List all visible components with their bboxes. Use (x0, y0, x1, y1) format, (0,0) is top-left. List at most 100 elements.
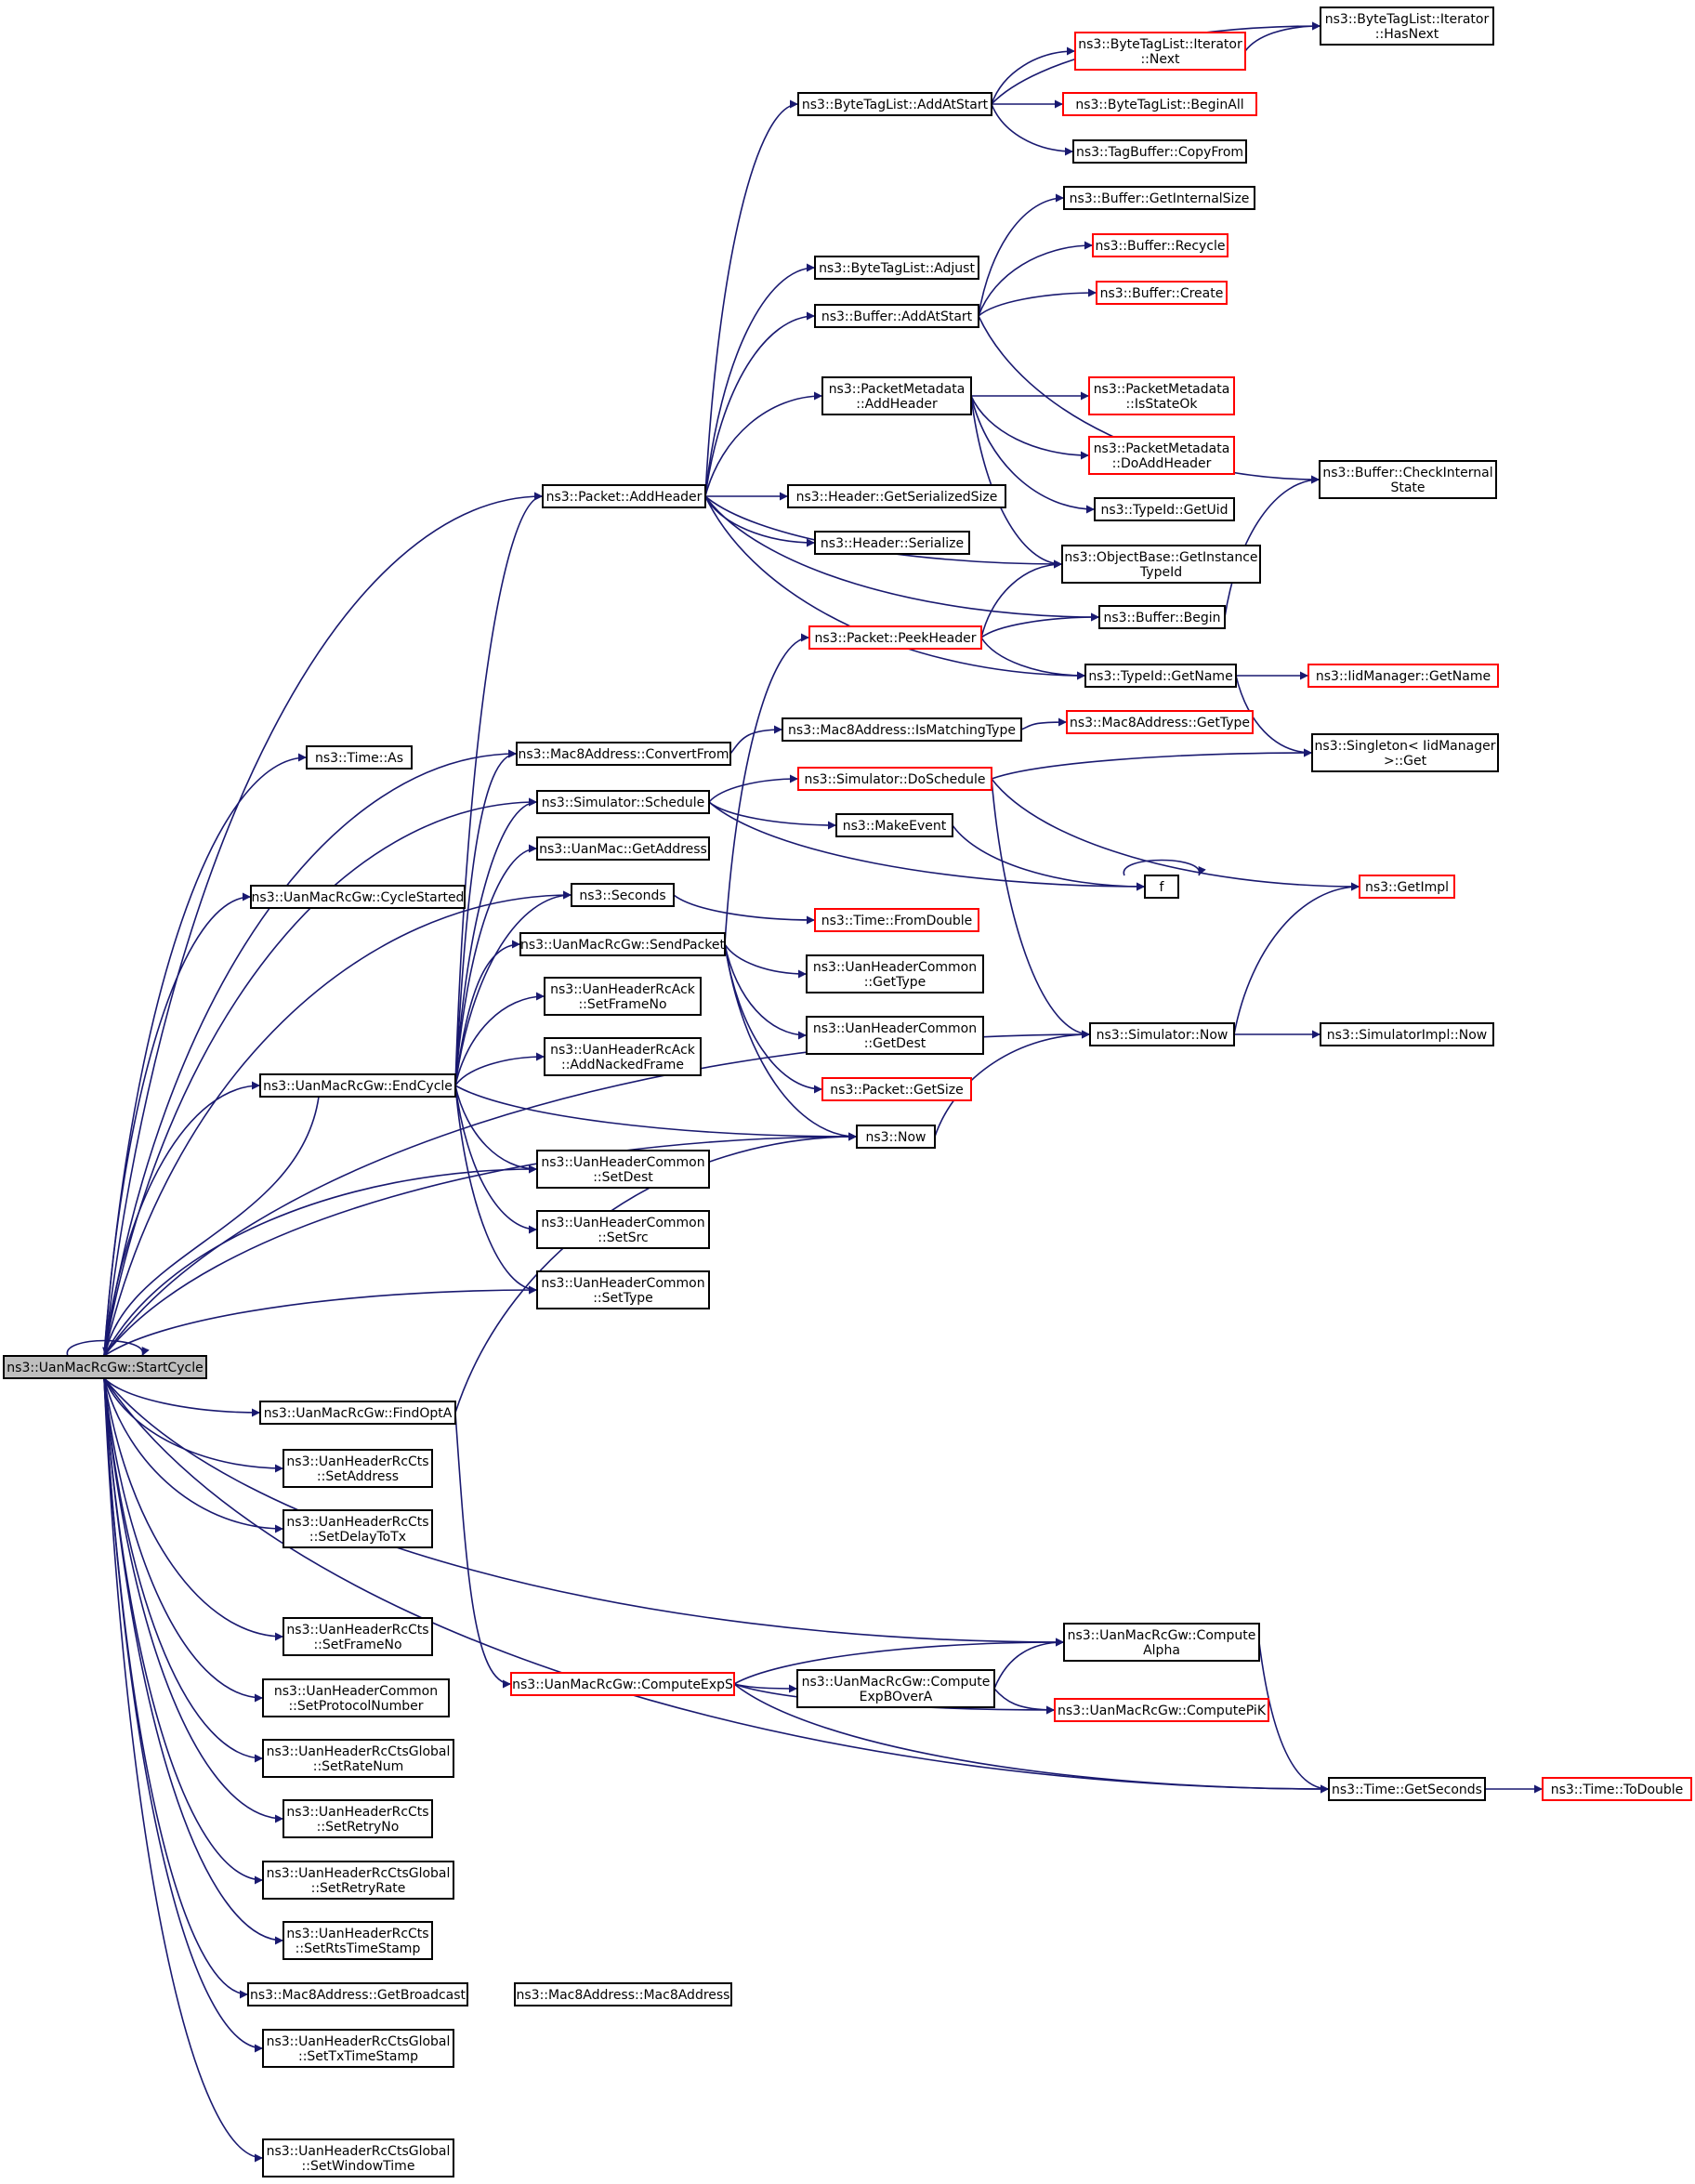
node-label: ::GetType (864, 975, 926, 990)
node-box (797, 767, 992, 791)
node-computeexps[interactable]: ns3::UanMacRcGw::ComputeExpS (510, 1672, 735, 1696)
node-label: ns3::Simulator::Now (1097, 1028, 1229, 1043)
node-box (814, 256, 979, 280)
node-cts-setaddress[interactable]: ns3::UanHeaderRcCts::SetAddress (282, 1449, 433, 1488)
node-f[interactable]: f (1144, 875, 1179, 899)
node-getimpl[interactable]: ns3::GetImpl (1359, 875, 1455, 899)
node-buf-addatstart[interactable]: ns3::Buffer::AddAtStart (814, 304, 979, 328)
node-label: ns3::UanHeaderCommon (541, 1155, 704, 1170)
node-cyclestarted[interactable]: ns3::UanMacRcGw::CycleStarted (250, 885, 466, 909)
node-setratenum[interactable]: ns3::UanHeaderRcCtsGlobal::SetRateNum (262, 1739, 454, 1778)
edge-startcycle-to-cts-setframeno (103, 1377, 284, 1641)
node-label: ns3::Time::FromDouble (821, 914, 973, 928)
node-label: ns3::Simulator::Schedule (542, 796, 705, 810)
node-doschedule[interactable]: ns3::Simulator::DoSchedule (797, 767, 992, 791)
node-getserializedsize[interactable]: ns3::Header::GetSerializedSize (787, 484, 1006, 508)
node-getaddress[interactable]: ns3::UanMac::GetAddress (536, 836, 710, 861)
node-it-hasnext[interactable]: ns3::ByteTagList::Iterator::HasNext (1320, 7, 1494, 46)
node-todouble[interactable]: ns3::Time::ToDouble (1542, 1777, 1692, 1801)
node-makeevent[interactable]: ns3::MakeEvent (835, 813, 953, 837)
node-serialize[interactable]: ns3::Header::Serialize (814, 531, 970, 555)
node-box (1307, 664, 1499, 688)
node-pm-doaddheader[interactable]: ns3::PacketMetadata::DoAddHeader (1088, 436, 1235, 475)
node-pm-addheader[interactable]: ns3::PacketMetadata::AddHeader (821, 376, 972, 415)
node-simulator-now[interactable]: ns3::Simulator::Now (1089, 1022, 1235, 1046)
node-typeid-getuid[interactable]: ns3::TypeId::GetUid (1094, 497, 1235, 521)
node-ismatchingtype[interactable]: ns3::Mac8Address::IsMatchingType (782, 717, 1022, 742)
node-fromdouble[interactable]: ns3::Time::FromDouble (814, 908, 979, 932)
node-mac8-gettype[interactable]: ns3::Mac8Address::GetType (1066, 710, 1254, 734)
node-label: ns3::UanHeaderRcCts (286, 1623, 428, 1638)
node-pm-isstateok[interactable]: ns3::PacketMetadata::IsStateOk (1088, 376, 1235, 415)
node-setretryno[interactable]: ns3::UanHeaderRcCts::SetRetryNo (282, 1799, 433, 1838)
node-buf-getinternalsize[interactable]: ns3::Buffer::GetInternalSize (1063, 186, 1255, 210)
node-peekheader[interactable]: ns3::Packet::PeekHeader (808, 625, 982, 650)
node-findopta[interactable]: ns3::UanMacRcGw::FindOptA (259, 1401, 456, 1425)
node-setframeno-ack[interactable]: ns3::UanHeaderRcAck::SetFrameNo (544, 977, 702, 1016)
node-box (1098, 605, 1226, 629)
edge-simulator-now-to-getimpl (1233, 882, 1360, 1035)
node-label: ns3::UanHeaderRcCtsGlobal (267, 1744, 451, 1759)
node-ns3-now[interactable]: ns3::Now (856, 1125, 936, 1149)
node-iidmanager-getname[interactable]: ns3::IidManager::GetName (1307, 664, 1499, 688)
node-buf-begin[interactable]: ns3::Buffer::Begin (1098, 605, 1226, 629)
node-setretryrate[interactable]: ns3::UanHeaderRcCtsGlobal::SetRetryRate (262, 1861, 454, 1900)
node-getseconds[interactable]: ns3::Time::GetSeconds (1328, 1777, 1486, 1801)
edge-endcycle-to-addnackedframe (454, 1052, 545, 1086)
node-label: ns3::TagBuffer::CopyFrom (1076, 145, 1243, 160)
edge-buf-addatstart-to-buf-create (978, 288, 1097, 317)
node-label: ns3::Simulator::DoSchedule (805, 772, 986, 787)
node-btl-beginall[interactable]: ns3::ByteTagList::BeginAll (1062, 92, 1257, 116)
node-getbroadcast[interactable]: ns3::Mac8Address::GetBroadcast (247, 1982, 468, 2006)
edge-doschedule-to-simulator-now (991, 778, 1091, 1039)
node-box (1088, 376, 1235, 415)
node-uhc-gettype[interactable]: ns3::UanHeaderCommon::GetType (806, 954, 984, 993)
node-simimpl-now[interactable]: ns3::SimulatorImpl::Now (1320, 1022, 1494, 1046)
node-label: ns3::Singleton< IidManager (1315, 739, 1496, 754)
node-it-next[interactable]: ns3::ByteTagList::Iterator::Next (1074, 32, 1246, 71)
node-box (514, 1982, 732, 2006)
edge-findopta-to-computeexps (454, 1412, 512, 1689)
node-buf-recycle[interactable]: ns3::Buffer::Recycle (1092, 233, 1229, 257)
node-settype[interactable]: ns3::UanHeaderCommon::SetType (536, 1270, 710, 1309)
node-cts-setframeno[interactable]: ns3::UanHeaderRcCts::SetFrameNo (282, 1617, 433, 1656)
node-startcycle[interactable]: ns3::UanMacRcGw::StartCycle (3, 1355, 207, 1379)
node-box (536, 790, 710, 814)
node-addnackedframe[interactable]: ns3::UanHeaderRcAck::AddNackedFrame (544, 1037, 702, 1076)
node-setrtstimestamp[interactable]: ns3::UanHeaderRcCts::SetRtsTimeStamp (282, 1921, 433, 1960)
node-box (536, 1270, 710, 1309)
node-schedule[interactable]: ns3::Simulator::Schedule (536, 790, 710, 814)
node-label: ns3::UanHeaderRcCts (286, 1515, 428, 1530)
node-label: ::GetDest (864, 1036, 926, 1051)
node-singleton-get[interactable]: ns3::Singleton< IidManager>::Get (1311, 733, 1499, 772)
node-addheader[interactable]: ns3::Packet::AddHeader (542, 484, 706, 508)
node-btl-addatstart[interactable]: ns3::ByteTagList::AddAtStart (797, 92, 992, 116)
node-tagbuffer-copyfrom[interactable]: ns3::TagBuffer::CopyFrom (1072, 139, 1247, 164)
node-setprotocolnumber[interactable]: ns3::UanHeaderCommon::SetProtocolNumber (262, 1678, 450, 1717)
node-box (1542, 1777, 1692, 1801)
node-setwindowtime[interactable]: ns3::UanHeaderRcCtsGlobal::SetWindowTime (262, 2138, 454, 2177)
node-convertfrom[interactable]: ns3::Mac8Address::ConvertFrom (516, 742, 731, 766)
node-endcycle[interactable]: ns3::UanMacRcGw::EndCycle (259, 1073, 456, 1098)
node-setsrc[interactable]: ns3::UanHeaderCommon::SetSrc (536, 1210, 710, 1249)
node-seconds[interactable]: ns3::Seconds (571, 883, 675, 907)
edge-schedule-to-f (708, 801, 1146, 891)
node-buf-create[interactable]: ns3::Buffer::Create (1096, 281, 1228, 305)
node-settxtimestamp[interactable]: ns3::UanHeaderRcCtsGlobal::SetTxTimeStam… (262, 2029, 454, 2068)
node-cts-setdelaytotx[interactable]: ns3::UanHeaderRcCts::SetDelayToTx (282, 1509, 433, 1548)
node-uhc-getdest[interactable]: ns3::UanHeaderCommon::GetDest (806, 1016, 984, 1055)
node-time-as[interactable]: ns3::Time::As (306, 745, 413, 770)
node-packet-getsize[interactable]: ns3::Packet::GetSize (821, 1077, 972, 1101)
node-btl-adjust[interactable]: ns3::ByteTagList::Adjust (814, 256, 979, 280)
node-computepik[interactable]: ns3::UanMacRcGw::ComputePiK (1054, 1698, 1269, 1722)
edge-pm-addheader-to-getinstancetypeid (970, 395, 1063, 569)
node-setdest[interactable]: ns3::UanHeaderCommon::SetDest (536, 1150, 710, 1189)
node-sendpacket[interactable]: ns3::UanMacRcGw::SendPacket (519, 932, 726, 956)
node-mac8address[interactable]: ns3::Mac8Address::Mac8Address (514, 1982, 732, 2006)
node-typeid-getname[interactable]: ns3::TypeId::GetName (1084, 664, 1237, 688)
node-box (262, 2138, 454, 2177)
